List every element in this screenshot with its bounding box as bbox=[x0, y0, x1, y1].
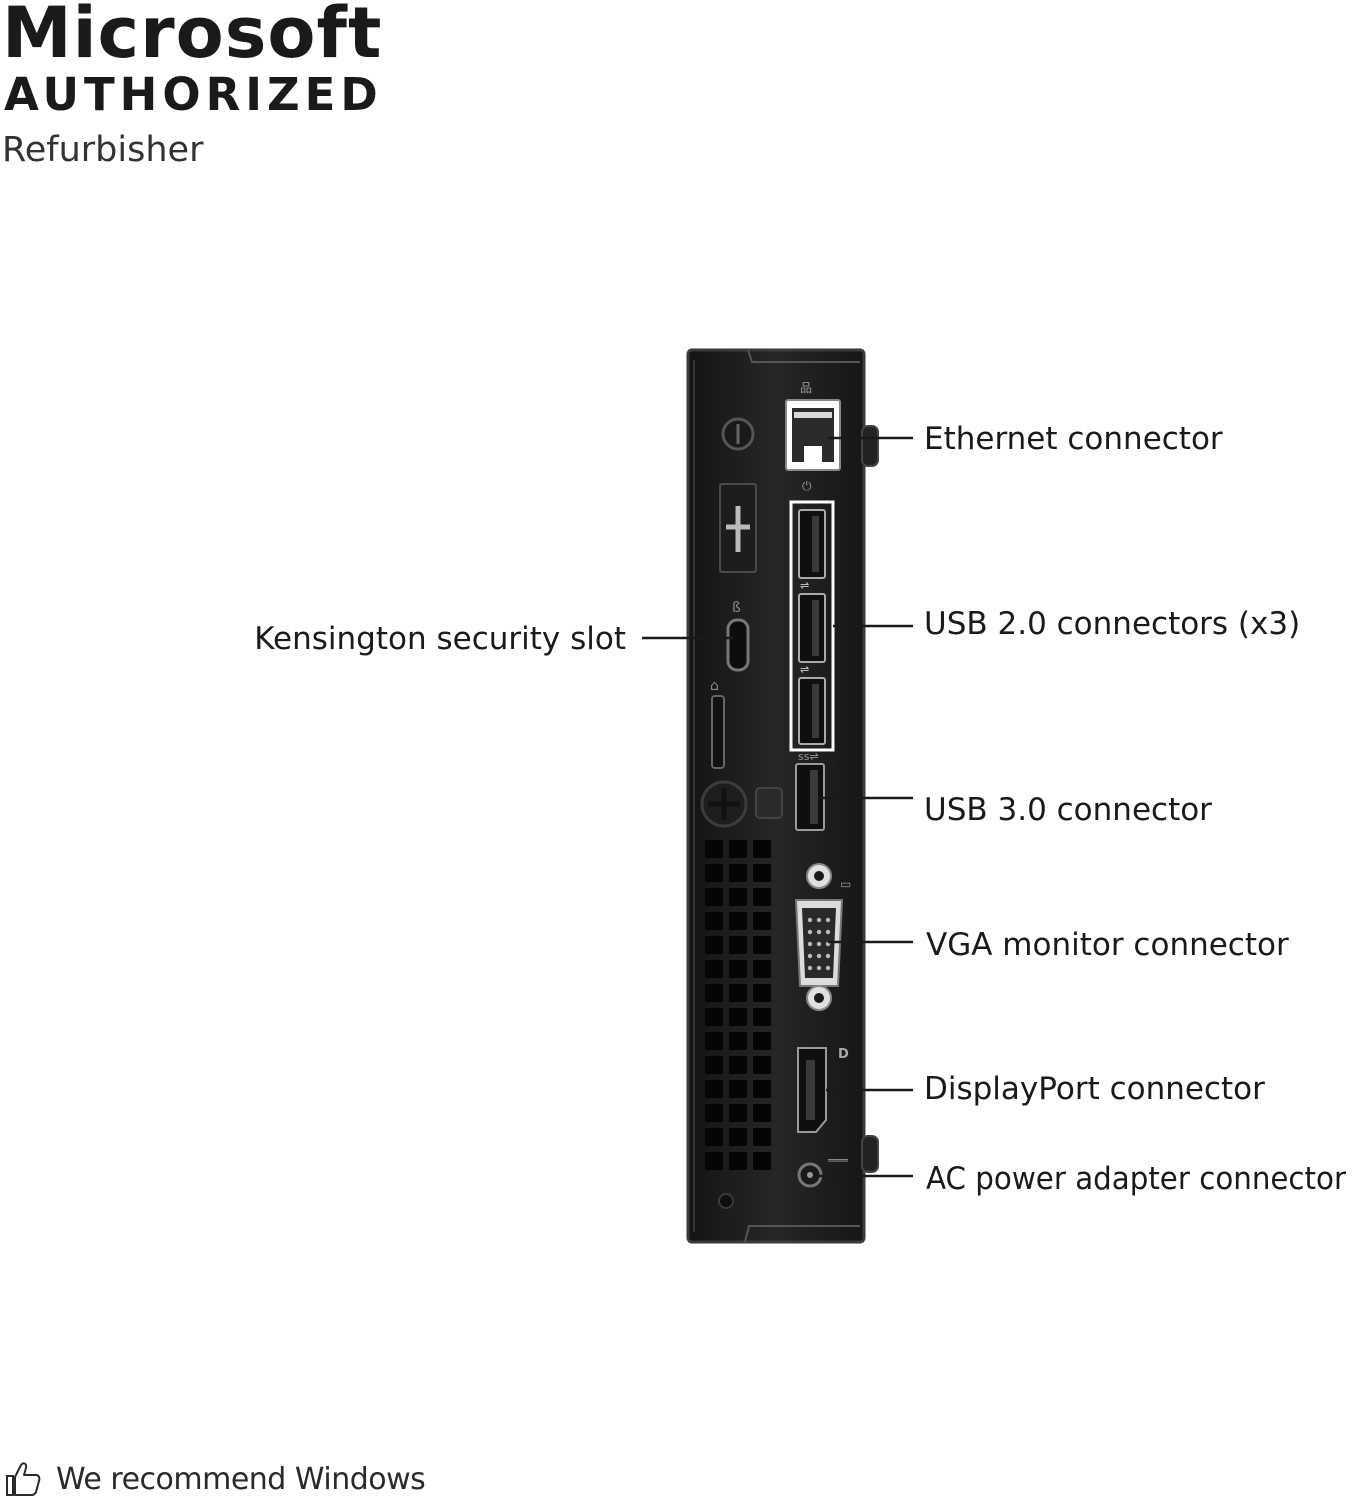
vent-cell bbox=[705, 984, 723, 1002]
usb3-label: USB 3.0 connector bbox=[924, 792, 1212, 828]
usb2-port-1 bbox=[798, 509, 826, 579]
ac-power-jack: ═══ bbox=[797, 1154, 848, 1188]
vent-cell bbox=[729, 984, 747, 1002]
vent-cell bbox=[729, 936, 747, 954]
vent-cell bbox=[753, 984, 771, 1002]
ethernet-port: 品 bbox=[785, 381, 841, 471]
vent-cell bbox=[729, 1032, 747, 1050]
vga-pin bbox=[816, 941, 822, 947]
thumbs-up-icon bbox=[6, 1462, 41, 1496]
vent-cell bbox=[705, 1032, 723, 1050]
svg-text:▭: ▭ bbox=[840, 877, 851, 891]
vga-pin bbox=[825, 929, 831, 935]
thumb-screw-icon bbox=[700, 780, 783, 828]
svg-text:⏻: ⏻ bbox=[802, 479, 812, 493]
svg-text:ß: ß bbox=[732, 600, 741, 616]
badge-authorized: AUTHORIZED bbox=[4, 68, 383, 121]
power-button-icon bbox=[721, 417, 755, 451]
vga-pin bbox=[816, 917, 822, 923]
svg-text:D: D bbox=[838, 1047, 849, 1062]
vent-cell bbox=[753, 1152, 771, 1170]
vent-cell bbox=[753, 960, 771, 978]
vent-cell bbox=[729, 840, 747, 858]
ac-power-label: AC power adapter connector bbox=[926, 1161, 1346, 1197]
vga-pin bbox=[825, 965, 831, 971]
usb2-port-3 bbox=[798, 677, 826, 745]
vent-cell bbox=[705, 1008, 723, 1026]
ventilation-grid bbox=[705, 840, 771, 1170]
usb-symbol-icon: ⇌ bbox=[800, 663, 809, 676]
vent-cell bbox=[729, 1128, 747, 1146]
vent-cell bbox=[753, 840, 771, 858]
ethernet-label: Ethernet connector bbox=[924, 421, 1223, 457]
vent-cell bbox=[753, 1104, 771, 1122]
vent-cell bbox=[705, 912, 723, 930]
vent-cell bbox=[753, 864, 771, 882]
badge-refurbisher: Refurbisher bbox=[2, 130, 204, 170]
vent-cell bbox=[753, 1008, 771, 1026]
displayport-port: D bbox=[797, 1047, 849, 1133]
vent-cell bbox=[705, 1104, 723, 1122]
vent-cell bbox=[729, 1152, 747, 1170]
vent-cell bbox=[729, 864, 747, 882]
vent-cell bbox=[705, 960, 723, 978]
expansion-panel bbox=[719, 483, 757, 573]
vga-pin bbox=[816, 965, 822, 971]
vga-pin bbox=[807, 917, 813, 923]
vent-cell bbox=[729, 1056, 747, 1074]
footer-recommend: We recommend Windows bbox=[4, 1458, 426, 1500]
usb2-port-2 bbox=[798, 593, 826, 663]
vga-pin bbox=[807, 965, 813, 971]
vga-port: ▭ bbox=[794, 863, 851, 1011]
vent-cell bbox=[753, 1080, 771, 1098]
vent-cell bbox=[753, 1128, 771, 1146]
vent-cell bbox=[705, 1128, 723, 1146]
footer-text: We recommend Windows bbox=[56, 1461, 426, 1497]
vga-pin bbox=[816, 929, 822, 935]
usb-symbol-icon: ⇌ bbox=[800, 579, 809, 592]
vent-cell bbox=[705, 840, 723, 858]
vent-cell bbox=[729, 960, 747, 978]
padlock-loop: ⌂ bbox=[710, 678, 725, 769]
vent-cell bbox=[705, 864, 723, 882]
vent-cell bbox=[705, 936, 723, 954]
vent-cell bbox=[729, 912, 747, 930]
vga-label: VGA monitor connector bbox=[926, 927, 1289, 963]
kensington-slot: ß bbox=[726, 600, 750, 672]
vent-cell bbox=[705, 1056, 723, 1074]
vga-pin bbox=[807, 941, 813, 947]
vga-pin bbox=[825, 917, 831, 923]
vent-cell bbox=[705, 1152, 723, 1170]
vga-pin bbox=[825, 953, 831, 959]
vent-cell bbox=[729, 1104, 747, 1122]
kensington-label: Kensington security slot bbox=[254, 621, 626, 657]
vent-cell bbox=[705, 888, 723, 906]
svg-text:品: 品 bbox=[800, 381, 812, 395]
vga-pin bbox=[816, 953, 822, 959]
svg-text:ss⇌: ss⇌ bbox=[798, 750, 819, 763]
svg-text:⌂: ⌂ bbox=[710, 678, 719, 694]
vent-cell bbox=[753, 912, 771, 930]
vent-cell bbox=[753, 1056, 771, 1074]
vga-pin bbox=[807, 929, 813, 935]
vga-pin bbox=[807, 953, 813, 959]
vent-cell bbox=[705, 1080, 723, 1098]
vent-cell bbox=[753, 1032, 771, 1050]
vent-cell bbox=[729, 888, 747, 906]
vent-cell bbox=[729, 1080, 747, 1098]
leader-lines bbox=[642, 436, 913, 1178]
badge-brand: Microsoft bbox=[2, 0, 383, 74]
usb2-label: USB 2.0 connectors (x3) bbox=[924, 606, 1300, 642]
vga-pins bbox=[807, 917, 831, 971]
usb2-port-group: ⏻ ⇌ ⇌ bbox=[789, 479, 835, 752]
svg-text:═══: ═══ bbox=[827, 1154, 848, 1167]
displayport-label: DisplayPort connector bbox=[924, 1071, 1265, 1107]
screw-hole bbox=[718, 1193, 734, 1209]
vent-cell bbox=[753, 888, 771, 906]
vent-cell bbox=[729, 1008, 747, 1026]
vent-cell bbox=[753, 936, 771, 954]
